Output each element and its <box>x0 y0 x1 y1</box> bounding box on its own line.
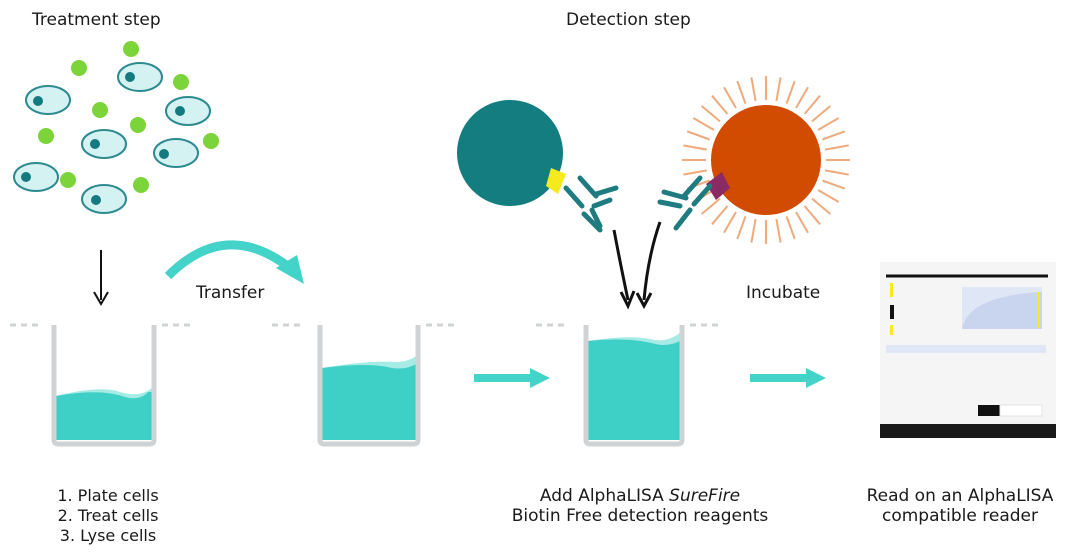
emission-ray <box>686 130 710 141</box>
flow-arrow-2 <box>750 368 826 388</box>
emission-ray <box>822 130 846 141</box>
emission-ray <box>711 205 729 225</box>
cells-and-compound-cluster <box>13 41 219 214</box>
step-3: 3. Lyse cells <box>59 526 157 545</box>
emission-ray <box>683 144 708 151</box>
transfer-label: Transfer <box>196 283 265 303</box>
add-reagents-caption: Add AlphaLISA SureFire Biotin Free detec… <box>470 486 810 526</box>
step-1: 1. Plate cells <box>57 486 159 505</box>
emission-ray <box>775 218 782 243</box>
emission-ray <box>736 80 747 104</box>
emission-ray <box>750 218 757 243</box>
cell-icon <box>153 138 199 168</box>
treatment-steps-list: 1. Plate cells 2. Treat cells 3. Lyse ce… <box>38 486 178 546</box>
emission-ray <box>824 169 849 176</box>
emission-ray <box>701 197 721 215</box>
add-reagents-line-1: Add AlphaLISA SureFire <box>470 486 810 506</box>
cell-icon <box>25 85 71 115</box>
emission-ray <box>824 144 849 151</box>
well-2 <box>272 323 456 447</box>
reagent-arrows <box>612 221 662 310</box>
incubate-label: Incubate <box>746 283 821 303</box>
acceptor-bead-icon <box>682 76 850 244</box>
emission-ray <box>723 211 737 234</box>
surefire-text: SureFire <box>669 486 741 506</box>
add-reagents-line-2: Biotin Free detection reagents <box>511 506 769 526</box>
well-3 <box>536 323 720 447</box>
well-1 <box>10 323 192 447</box>
emission-ray <box>811 197 831 215</box>
emission-ray <box>785 80 796 104</box>
emission-ray <box>683 169 708 176</box>
down-arrow <box>93 250 109 306</box>
cell-icon <box>117 62 163 92</box>
cell-icon <box>13 162 59 192</box>
read-reader-caption: Read on an AlphaLISA compatible reader <box>840 486 1080 526</box>
transfer-arrow <box>164 240 304 284</box>
emission-ray <box>692 117 715 131</box>
detection-step-title: Detection step <box>566 10 691 30</box>
emission-ray <box>736 216 747 240</box>
emission-ray <box>795 211 809 234</box>
emission-ray <box>701 105 721 123</box>
antibody-icon <box>657 175 713 231</box>
treatment-step-title: Treatment step <box>32 10 161 30</box>
antibody-icon <box>563 175 619 233</box>
donor-bead-icon <box>457 100 566 206</box>
cell-icon <box>81 184 127 214</box>
emission-ray <box>785 216 796 240</box>
emission-ray <box>711 95 729 115</box>
emission-ray <box>822 179 846 190</box>
emission-ray <box>723 86 737 109</box>
add-reagents-prefix: Add AlphaLISA <box>539 486 670 506</box>
read-reader-line-1: Read on an AlphaLISA <box>866 486 1054 506</box>
emission-ray <box>811 105 831 123</box>
emission-ray <box>803 95 821 115</box>
compound-dots <box>38 41 219 193</box>
read-reader-line-2: compatible reader <box>881 506 1038 526</box>
cell-icon <box>81 129 127 159</box>
emission-ray <box>817 189 840 203</box>
emission-ray <box>803 205 821 225</box>
emission-ray <box>795 86 809 109</box>
cell-icon <box>165 96 211 126</box>
emission-ray <box>817 117 840 131</box>
plate-reader-icon <box>880 262 1056 438</box>
emission-ray <box>775 77 782 102</box>
flow-arrow-1 <box>474 368 550 388</box>
emission-ray <box>750 77 757 102</box>
step-2: 2. Treat cells <box>57 506 159 525</box>
